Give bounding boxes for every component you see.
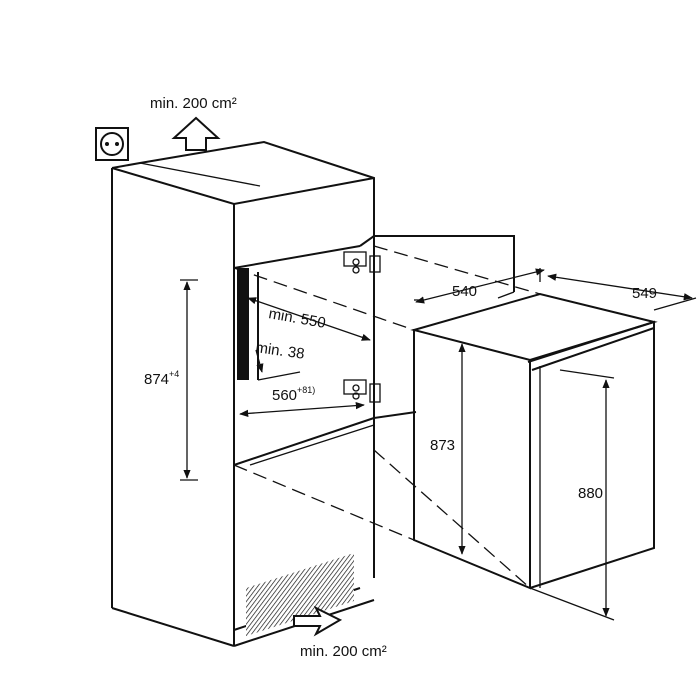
hinge-top — [343, 251, 381, 274]
vent-top-label: min. 200 cm² — [150, 95, 237, 112]
vent-up-arrow-icon — [171, 116, 221, 151]
gap-min-label: min. 38 — [254, 339, 305, 363]
vent-in-arrow-icon — [293, 605, 343, 637]
appliance-body-height-label: 873 — [430, 437, 455, 454]
vent-bottom-label: min. 200 cm² — [300, 643, 387, 660]
refrigerator-appliance — [410, 292, 658, 590]
side-trim — [237, 268, 249, 380]
hinge-bottom — [343, 379, 381, 403]
niche-width-label: 560+81) — [272, 385, 315, 404]
appliance-width-label: 540 — [452, 283, 477, 300]
niche-height-label: 874+4 — [144, 369, 179, 388]
cabinet-door — [343, 235, 515, 420]
depth-min-label: min. 550 — [267, 305, 327, 332]
dimension-lines — [180, 268, 697, 621]
bottom-vent-grille — [246, 552, 354, 637]
appliance-depth-label: 549 — [632, 285, 657, 302]
power-socket-icon — [95, 127, 129, 161]
appliance-total-height-label: 880 — [578, 485, 603, 502]
